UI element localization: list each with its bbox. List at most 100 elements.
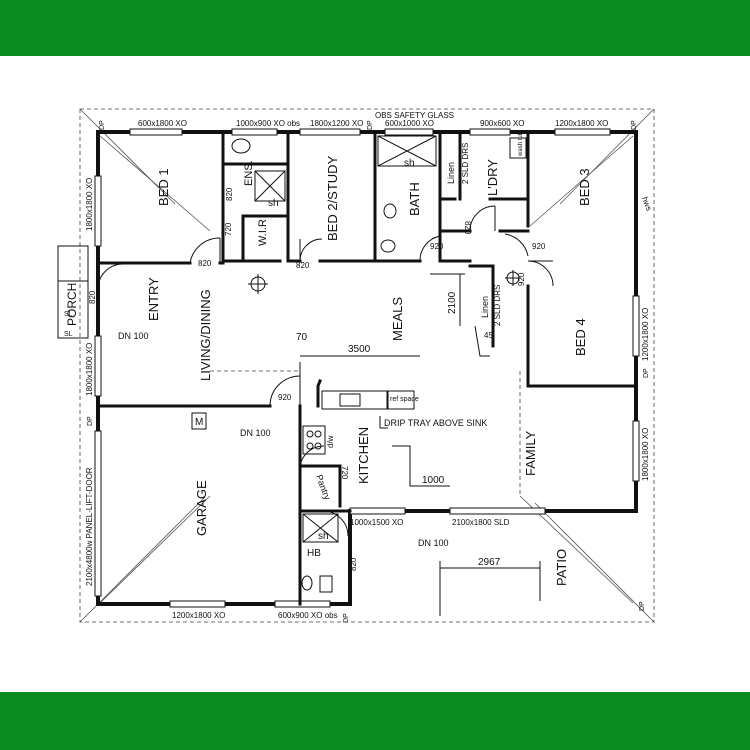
external-walls [96, 130, 638, 606]
label-d820-porch: 820 [88, 290, 97, 304]
kitchen-bench-icon [321, 390, 388, 410]
label-bed2: BED 2/STUDY [325, 155, 340, 241]
label-dp1: DP [99, 120, 106, 130]
label-d720-pantry: 720 [340, 466, 349, 480]
label-pantry: Pantry [314, 473, 332, 501]
label-entry: ENTRY [146, 277, 161, 321]
label-d920-garage: 920 [278, 393, 292, 402]
hb-basin-icon [301, 575, 313, 591]
label-hb: HB [307, 548, 321, 559]
label-sl1: SL [64, 311, 73, 318]
label-w-bed4-right: 1200x1800 XO [641, 308, 650, 361]
label-d920-bed4: 920 [517, 272, 526, 286]
porch-outline [57, 245, 89, 339]
label-d820-hb: 820 [349, 557, 358, 571]
bath-toilet-icon [383, 203, 397, 219]
label-family: FAMILY [523, 430, 538, 476]
label-d920-bath: 920 [430, 242, 444, 251]
hb-shower-icon [302, 513, 339, 543]
label-d720-wir: 720 [224, 222, 233, 236]
dimension-labels: 820 720 820 820 920 820 920 920 920 720 … [88, 187, 546, 571]
label-linen1: Linen [446, 162, 456, 184]
label-wir: W.I.R [257, 219, 269, 246]
label-linen2: Linen [480, 296, 490, 318]
label-sh-bath: sh [404, 158, 415, 169]
label-sl2: SL [64, 331, 73, 338]
label-ens: ENS. [243, 160, 255, 186]
internal-walls [96, 130, 638, 606]
bath-basin-icon [380, 239, 396, 253]
bottom-green-band [0, 692, 750, 750]
label-w-bath-top2: 600x1000 XO [385, 119, 434, 128]
label-w-kitchen-bottom: 1000x1500 XO [350, 518, 403, 527]
kitchen-island-outline [392, 445, 420, 487]
label-sld-drs-ldry: 2 SLD DRS [461, 143, 470, 184]
floor-plan: BED 1 ENS. W.I.R BED 2/STUDY BATH L'DRY … [57, 108, 655, 623]
label-d3500: 3500 [348, 344, 371, 355]
label-drip-tray: DRIP TRAY ABOVE SINK [384, 418, 487, 428]
label-w-family-right: 1800x1800 XO [641, 428, 650, 481]
label-refspace: ref space [390, 396, 419, 403]
label-bath: BATH [407, 182, 422, 216]
label-w-bed2-top: 1800x1200 XO [310, 119, 363, 128]
label-d820-ens: 820 [225, 187, 234, 201]
label-w-bed3-top: 1200x1800 XO [555, 119, 608, 128]
label-sh-hb: sh [318, 531, 329, 542]
label-garage-door: 2100x4800w PANEL-LIFT-DOOR [85, 467, 94, 586]
label-d2100: 2100 [447, 291, 458, 314]
label-dn100-porch: DN 100 [118, 331, 149, 341]
room-labels: BED 1 ENS. W.I.R BED 2/STUDY BATH L'DRY … [65, 131, 653, 586]
label-d1000: 1000 [422, 475, 445, 486]
label-porch: PORCH [65, 283, 79, 326]
label-dp5: DP [643, 368, 650, 378]
label-w-family-bottom: 2100x1800 SLD [452, 518, 510, 527]
fridge-space-icon [387, 390, 415, 410]
label-d820-bed2: 820 [296, 261, 310, 270]
ensuite-shower-icon [254, 170, 286, 202]
label-sld-drs-bed4: 2 SLD DRS [493, 285, 502, 326]
label-bed3: BED 3 [577, 168, 592, 206]
label-d70: 70 [296, 332, 308, 343]
meter-box-icon [191, 412, 207, 430]
label-w-bath-top: OBS SAFETY GLASS [375, 111, 454, 120]
label-bed4: BED 4 [573, 318, 588, 356]
window-labels: 600x1800 XO 1000x900 XO obs 1800x1200 XO… [85, 111, 650, 620]
label-ldry: L'DRY [485, 159, 500, 196]
top-green-band [0, 0, 750, 56]
label-d820-bed1: 820 [198, 259, 212, 268]
wash-tub-icon [509, 137, 527, 159]
label-bed1: BED 1 [156, 168, 171, 206]
label-w-bed1-top: 600x1800 XO [138, 119, 187, 128]
label-meals: MEALS [390, 297, 405, 341]
label-dp3: DP [631, 120, 638, 130]
label-dn100-garage: DN 100 [240, 428, 271, 438]
fixtures [57, 135, 541, 616]
label-dw: d/w [326, 435, 335, 448]
label-w-hb-bottom: 600x900 XO obs [278, 611, 338, 620]
label-d2967: 2967 [478, 557, 501, 568]
bath-shower-icon [377, 135, 437, 167]
label-hws: hws [640, 196, 653, 212]
ensuite-toilet-icon [231, 138, 251, 154]
label-living: LIVING/DINING [198, 289, 213, 381]
label-meter: M [195, 417, 203, 428]
windows [94, 128, 640, 608]
label-kitchen: KITCHEN [356, 427, 371, 484]
sink-icon [339, 393, 361, 407]
label-patio: PATIO [554, 549, 569, 586]
label-dp7: DP [639, 601, 646, 611]
label-dp4: DP [87, 416, 94, 426]
label-d45: 45 [484, 331, 493, 340]
label-w-ldry-top: 900x600 XO [480, 119, 524, 128]
label-dp6: DP [343, 613, 350, 623]
label-sh-ens: sh [268, 198, 279, 209]
hb-toilet-icon [319, 575, 333, 593]
label-dp2: DP [367, 120, 374, 130]
label-w-living-left: 1800x1800 XO [85, 343, 94, 396]
label-d820-ldry: 820 [463, 221, 472, 235]
label-d920-bed3: 920 [532, 242, 546, 251]
label-garage: GARAGE [194, 480, 209, 536]
label-wash: wash tub [518, 131, 524, 157]
label-w-bed1-left: 1800x1800 XO [85, 178, 94, 231]
label-w-ens-top: 1000x900 XO obs [236, 119, 300, 128]
